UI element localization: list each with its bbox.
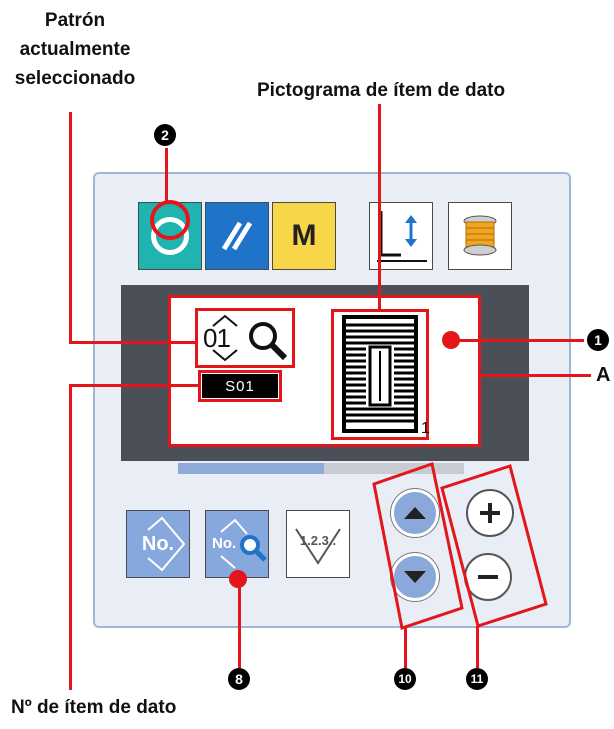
leader-callout-8 [238,578,241,668]
progress-bar-filled [178,463,324,474]
callout-1: 1 [587,329,609,351]
leader-current-pattern-horizontal [69,341,197,344]
plusminus-callout-box [440,464,548,628]
label-current-pattern-line3: seleccionado [14,68,136,89]
down-arrow-icon [404,571,426,583]
pattern-number-box [195,308,295,368]
updown-callout-box [372,462,464,630]
check-key[interactable]: 1.2.3.. [286,510,350,578]
data-no-search-key-label: No. [212,535,237,552]
data-no-search-key[interactable]: No. [205,510,269,578]
data-no-key[interactable]: No. [126,510,190,578]
reset-slash-icon [221,221,253,251]
leader-item-number-vertical [69,385,72,690]
winder-key[interactable] [448,202,512,270]
callout-10: 10 [394,668,416,690]
plus-icon [480,503,500,523]
marker-8-dot [229,570,247,588]
reset-key[interactable] [205,202,269,270]
label-item-number: Nº de ítem de dato [11,697,177,718]
up-arrow-icon [404,507,426,519]
minus-icon [478,575,498,579]
pattern-diamond-icon [212,314,288,362]
leader-callout-11 [476,626,479,668]
pattern-number-display[interactable]: 01 [199,312,291,364]
data-no-diamond-icon [147,516,186,572]
label-pictogram: Pictograma de ítem de dato [257,80,506,101]
label-current-pattern-line1: Patrón [44,10,106,31]
pictogram-sub-number: 1 [421,420,430,437]
check-triangle-icon [295,528,341,565]
leader-item-number-horizontal [69,384,200,387]
bobbin-thread-icon [463,215,497,256]
data-no-key-label: No. [141,532,175,555]
search-icon [240,535,267,562]
leader-pictogram [378,104,381,310]
mode-key[interactable]: M [272,202,336,270]
leader-a-marker [481,374,591,377]
label-current-pattern-line2: actualmente [19,39,131,60]
label-a-marker: A [596,364,611,386]
leader-callout-10 [404,626,407,668]
callout-8: 8 [228,668,250,690]
callout-11: 11 [466,668,488,690]
mode-key-label: M [291,219,317,252]
data-no-search-diamond-icon [220,518,248,569]
buttonhole-pictogram-icon [342,315,418,433]
item-code-value: S01 [202,374,278,398]
pictogram-box [331,309,429,440]
leader-current-pattern-vertical [69,112,72,343]
callout-2: 2 [154,124,176,146]
label-current-pattern: Patrón actualmente seleccionado [0,6,150,93]
up-button[interactable] [391,489,439,537]
presser-foot-icon [377,211,427,262]
leader-callout-2 [165,148,168,204]
check-key-label: 1.2.3.. [299,532,337,548]
ready-key-highlight [150,200,190,240]
leader-callout-1 [448,339,584,342]
progress-bar-remaining [324,463,464,474]
pattern-number-value: 01 [203,323,231,353]
plus-button[interactable] [466,489,514,537]
